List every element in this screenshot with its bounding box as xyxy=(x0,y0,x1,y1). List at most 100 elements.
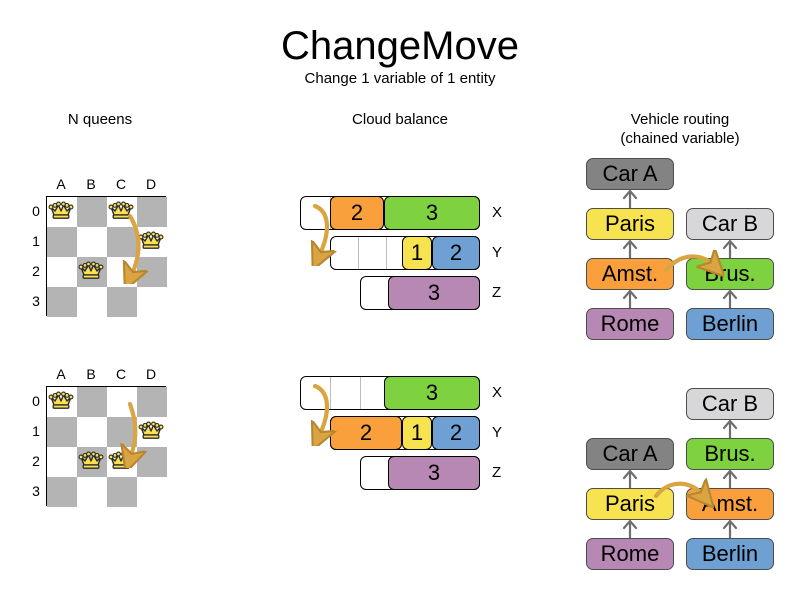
routing-node[interactable]: Car A xyxy=(586,158,674,190)
board-cell[interactable] xyxy=(47,447,77,477)
board-cell[interactable] xyxy=(77,287,107,317)
board-cell[interactable] xyxy=(77,477,107,507)
board-row-label: 2 xyxy=(32,263,40,279)
board-cell[interactable] xyxy=(47,257,77,287)
board-cell[interactable] xyxy=(107,477,137,507)
board-cell[interactable] xyxy=(137,447,167,477)
page-subtitle: Change 1 variable of 1 entity xyxy=(304,70,496,87)
routing-node[interactable]: Berlin xyxy=(686,538,774,570)
board-cell[interactable] xyxy=(107,417,137,447)
board-row-label: 1 xyxy=(32,233,40,249)
routing-node[interactable]: Car B xyxy=(686,388,774,420)
cloud-process-block[interactable]: 3 xyxy=(384,196,480,230)
routing-chain-b-link-arrow xyxy=(720,519,740,538)
board-column-label: D xyxy=(145,366,157,382)
routing-heading-line2: (chained variable) xyxy=(620,130,740,147)
cloud-process-block[interactable]: 2 xyxy=(432,236,480,270)
routing-chain-b-link-arrow xyxy=(720,239,740,258)
board-cell[interactable] xyxy=(137,257,167,287)
cloud-capacity-divider xyxy=(330,377,331,409)
board-cell[interactable] xyxy=(47,417,77,447)
cloud-process-block[interactable]: 1 xyxy=(402,416,432,450)
cloud-process-block[interactable]: 1 xyxy=(402,236,432,270)
board-cell[interactable] xyxy=(47,477,77,507)
board-row-label: 0 xyxy=(32,203,40,219)
board-row-label: 0 xyxy=(32,393,40,409)
queen-piece[interactable] xyxy=(136,416,166,446)
queen-piece[interactable] xyxy=(46,386,76,416)
routing-node[interactable]: Brus. xyxy=(686,438,774,470)
cloud-computer-label: Z xyxy=(492,464,502,481)
board-column-label: C xyxy=(115,176,127,192)
cloud-process-block[interactable]: 3 xyxy=(388,456,480,490)
routing-heading-line1: Vehicle routing xyxy=(630,111,730,128)
section-heading-cloudbalance: Cloud balance xyxy=(352,111,448,128)
cloud-process-block[interactable]: 2 xyxy=(330,196,384,230)
cloud-computer-label: X xyxy=(492,204,503,221)
routing-node[interactable]: Rome xyxy=(586,538,674,570)
board-column-label: D xyxy=(145,176,157,192)
routing-node[interactable]: Car B xyxy=(686,208,774,240)
board-cell[interactable] xyxy=(77,417,107,447)
routing-node[interactable]: Amst. xyxy=(586,258,674,290)
board-column-label: C xyxy=(115,366,127,382)
queen-piece[interactable] xyxy=(136,226,166,256)
board-cell[interactable] xyxy=(137,387,167,417)
routing-chain-b-link-arrow xyxy=(720,419,740,438)
section-heading-nqueens: N queens xyxy=(67,111,133,128)
board-cell[interactable] xyxy=(137,477,167,507)
routing-node[interactable]: Berlin xyxy=(686,308,774,340)
cloud-process-block[interactable]: 2 xyxy=(432,416,480,450)
board-cell[interactable] xyxy=(77,197,107,227)
board-cell[interactable] xyxy=(47,227,77,257)
queen-piece[interactable] xyxy=(76,256,106,286)
chessboard-grid xyxy=(46,196,167,317)
routing-chain-a-link-arrow xyxy=(620,469,640,488)
board-cell[interactable] xyxy=(47,287,77,317)
board-cell[interactable] xyxy=(77,387,107,417)
cloud-computer-label: Y xyxy=(492,244,503,261)
board-cell[interactable] xyxy=(107,227,137,257)
cloud-capacity-divider xyxy=(386,237,387,269)
routing-chain-a-link-arrow xyxy=(620,239,640,258)
routing-chain-b-link-arrow xyxy=(720,289,740,308)
board-cell[interactable] xyxy=(137,287,167,317)
cloud-computer-label: Z xyxy=(492,284,502,301)
routing-node[interactable]: Paris xyxy=(586,208,674,240)
board-row-label: 2 xyxy=(32,453,40,469)
board-column-label: B xyxy=(86,366,96,382)
board-cell[interactable] xyxy=(107,387,137,417)
routing-node[interactable]: Amst. xyxy=(686,488,774,520)
queen-piece[interactable] xyxy=(46,196,76,226)
routing-node[interactable]: Brus. xyxy=(686,258,774,290)
board-column-label: B xyxy=(86,176,96,192)
section-heading-routing: Vehicle routing (chained variable) xyxy=(590,110,770,148)
queen-piece[interactable] xyxy=(106,196,136,226)
queen-piece[interactable] xyxy=(76,446,106,476)
routing-chain-a-link-arrow xyxy=(620,289,640,308)
cloud-capacity-divider xyxy=(360,377,361,409)
routing-chain-b-link-arrow xyxy=(720,469,740,488)
board-cell[interactable] xyxy=(137,197,167,227)
board-cell[interactable] xyxy=(107,257,137,287)
board-row-label: 1 xyxy=(32,423,40,439)
routing-node[interactable]: Paris xyxy=(586,488,674,520)
routing-node[interactable]: Rome xyxy=(586,308,674,340)
board-cell[interactable] xyxy=(77,227,107,257)
board-cell[interactable] xyxy=(107,287,137,317)
routing-node[interactable]: Car A xyxy=(586,438,674,470)
board-column-label: A xyxy=(56,366,66,382)
cloud-process-block[interactable]: 2 xyxy=(330,416,402,450)
cloud-process-block[interactable]: 3 xyxy=(388,276,480,310)
queen-piece[interactable] xyxy=(106,446,136,476)
page-title: ChangeMove xyxy=(281,24,519,68)
cloud-process-block[interactable]: 3 xyxy=(384,376,480,410)
